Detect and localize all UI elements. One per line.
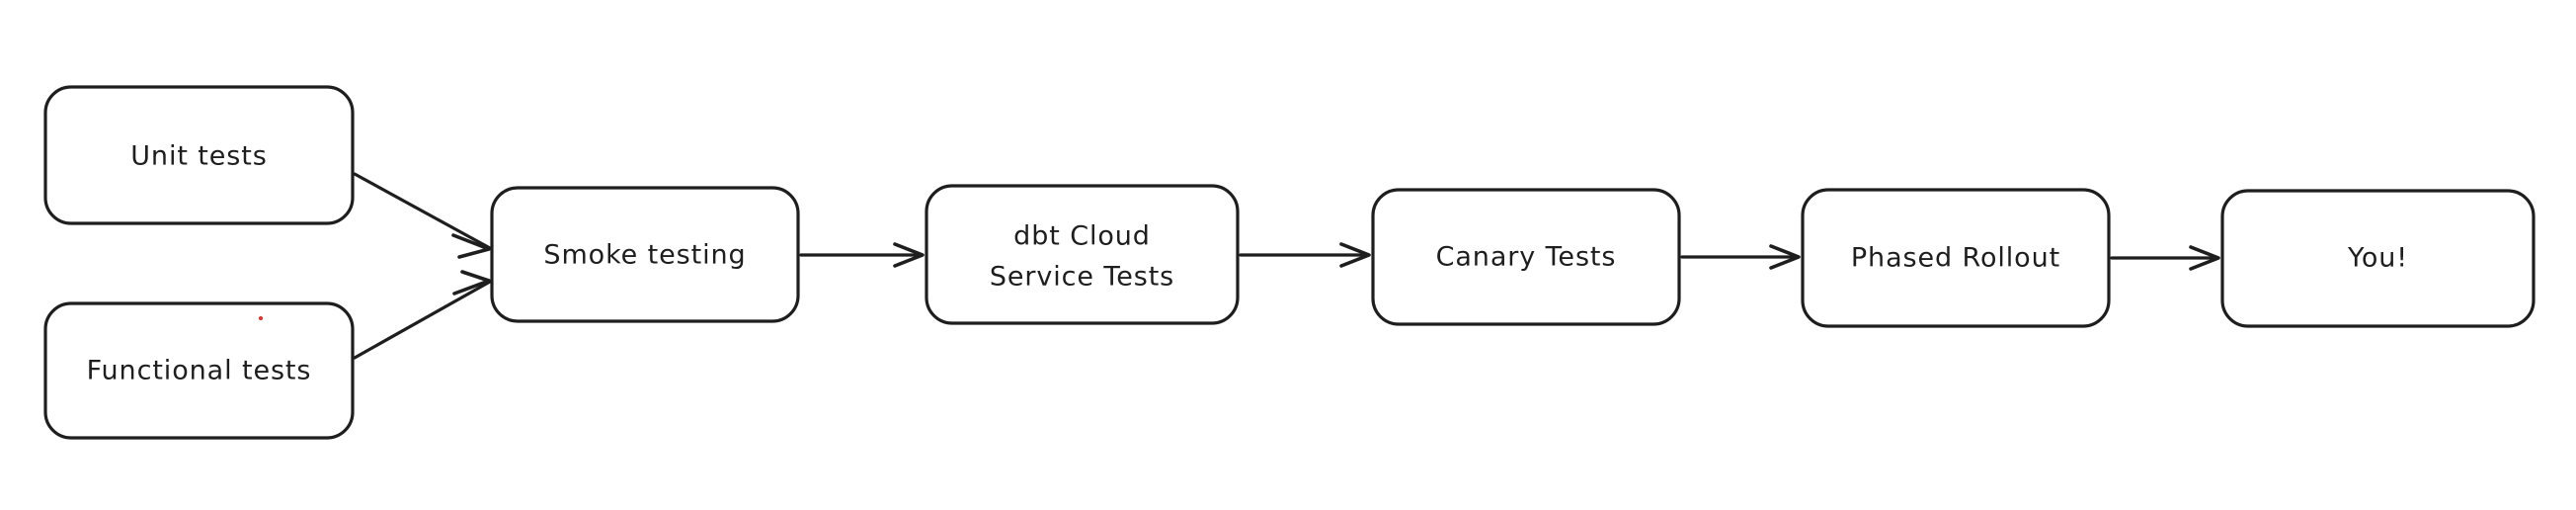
node-you[interactable]: You! xyxy=(2220,189,2536,328)
node-canary-tests[interactable]: Canary Tests xyxy=(1371,188,1681,326)
node-phased-rollout-label: Phased Rollout xyxy=(1851,243,2060,274)
node-functional-tests-label: Functional tests xyxy=(87,356,312,386)
node-functional-tests[interactable]: Functional tests xyxy=(43,301,355,440)
edge-smoke-testing-to-dbt-cloud[interactable] xyxy=(799,242,925,268)
edge-dbt-cloud-to-canary-tests[interactable] xyxy=(1239,242,1371,268)
edge-functional-tests-to-smoke-testing[interactable] xyxy=(353,270,492,360)
node-functional-tests-shape xyxy=(43,301,355,440)
edge-unit-tests-to-smoke-testing[interactable] xyxy=(353,172,492,259)
red-speck-artifact xyxy=(259,316,263,320)
node-unit-tests-label: Unit tests xyxy=(130,141,267,172)
node-dbt-cloud-service-tests[interactable]: dbt Cloud Service Tests xyxy=(925,184,1240,325)
node-smoke-testing[interactable]: Smoke testing xyxy=(490,186,800,323)
node-smoke-testing-label: Smoke testing xyxy=(543,240,746,271)
node-canary-tests-shape xyxy=(1371,188,1681,326)
node-unit-tests-shape xyxy=(43,85,355,225)
edge-phased-rollout-to-you[interactable] xyxy=(2110,245,2220,271)
node-phased-rollout-shape xyxy=(1801,188,2111,328)
node-dbt-cloud-service-tests-shape xyxy=(925,184,1240,325)
node-dbt-cloud-service-tests-label-line2: Service Tests xyxy=(990,262,1174,293)
node-you-label: You! xyxy=(2347,243,2408,274)
node-dbt-cloud-service-tests-label-line1: dbt Cloud xyxy=(1013,221,1151,252)
edge-canary-tests-to-phased-rollout[interactable] xyxy=(1680,244,1801,270)
node-phased-rollout[interactable]: Phased Rollout xyxy=(1801,188,2111,328)
node-canary-tests-label: Canary Tests xyxy=(1436,242,1617,273)
node-smoke-testing-shape xyxy=(490,186,800,323)
node-unit-tests[interactable]: Unit tests xyxy=(43,85,355,225)
node-you-shape xyxy=(2220,189,2536,328)
